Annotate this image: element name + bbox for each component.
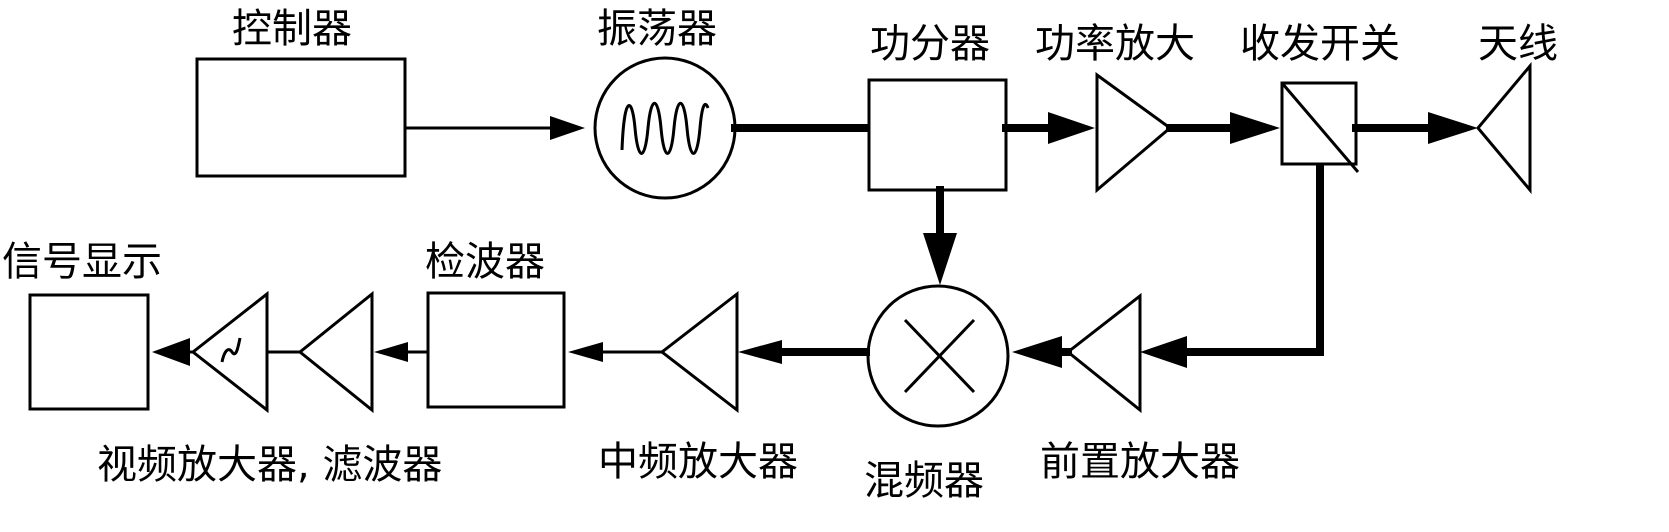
tr-switch-diagonal — [1280, 82, 1360, 173]
filter-to-display-arrowhead — [152, 338, 190, 366]
power-amplifier-label: 功率放大 — [1035, 21, 1195, 67]
video-amplifier-triangle — [297, 290, 374, 414]
power-divider-label: 功分器 — [870, 21, 990, 67]
antenna-label: 天线 — [1478, 21, 1558, 67]
controller-to-oscillator-arrowhead — [550, 116, 585, 140]
power-amplifier-triangle — [1095, 72, 1173, 194]
filter-tilde-icon — [220, 337, 242, 363]
divider-to-amp-arrowhead — [1048, 112, 1095, 144]
divider-to-mixer-arrowhead — [923, 233, 957, 285]
detector-to-video-amp-arrowhead — [374, 342, 408, 362]
mixer-to-if-arrowhead — [738, 340, 782, 364]
detector-box — [426, 291, 566, 409]
switch-to-preamp-path — [1181, 164, 1324, 356]
preamplifier-triangle — [1065, 292, 1142, 414]
preamp-to-mixer-arrowhead — [1012, 336, 1062, 368]
tr-switch-label: 收发开关 — [1240, 21, 1400, 67]
amp-to-switch-arrowhead — [1230, 112, 1280, 144]
controller-label: 控制器 — [232, 6, 352, 52]
antenna-horn-icon — [1476, 61, 1532, 195]
if-amplifier-triangle — [659, 290, 739, 414]
preamplifier-label: 前置放大器 — [1040, 439, 1240, 485]
oscillator-label: 振荡器 — [597, 6, 717, 52]
detector-label: 检波器 — [425, 239, 545, 285]
video-amp-filter-label: 视频放大器, 滤波器 — [97, 442, 442, 488]
mixer-cross-line-2 — [903, 318, 976, 394]
sine-wave-icon — [620, 102, 710, 155]
switch-to-antenna-arrowhead — [1428, 112, 1478, 144]
if-amplifier-label: 中频放大器 — [598, 439, 798, 485]
if-to-detector-arrowhead — [568, 342, 603, 362]
controller-box — [195, 57, 407, 178]
mixer-label: 混频器 — [864, 458, 984, 504]
signal-display-label: 信号显示 — [2, 239, 162, 285]
filter-triangle — [190, 290, 269, 414]
power-divider-box — [867, 78, 1008, 192]
oscillator-circle — [593, 56, 737, 200]
switch-to-preamp-arrowhead — [1140, 336, 1187, 368]
signal-display-box — [28, 293, 150, 411]
